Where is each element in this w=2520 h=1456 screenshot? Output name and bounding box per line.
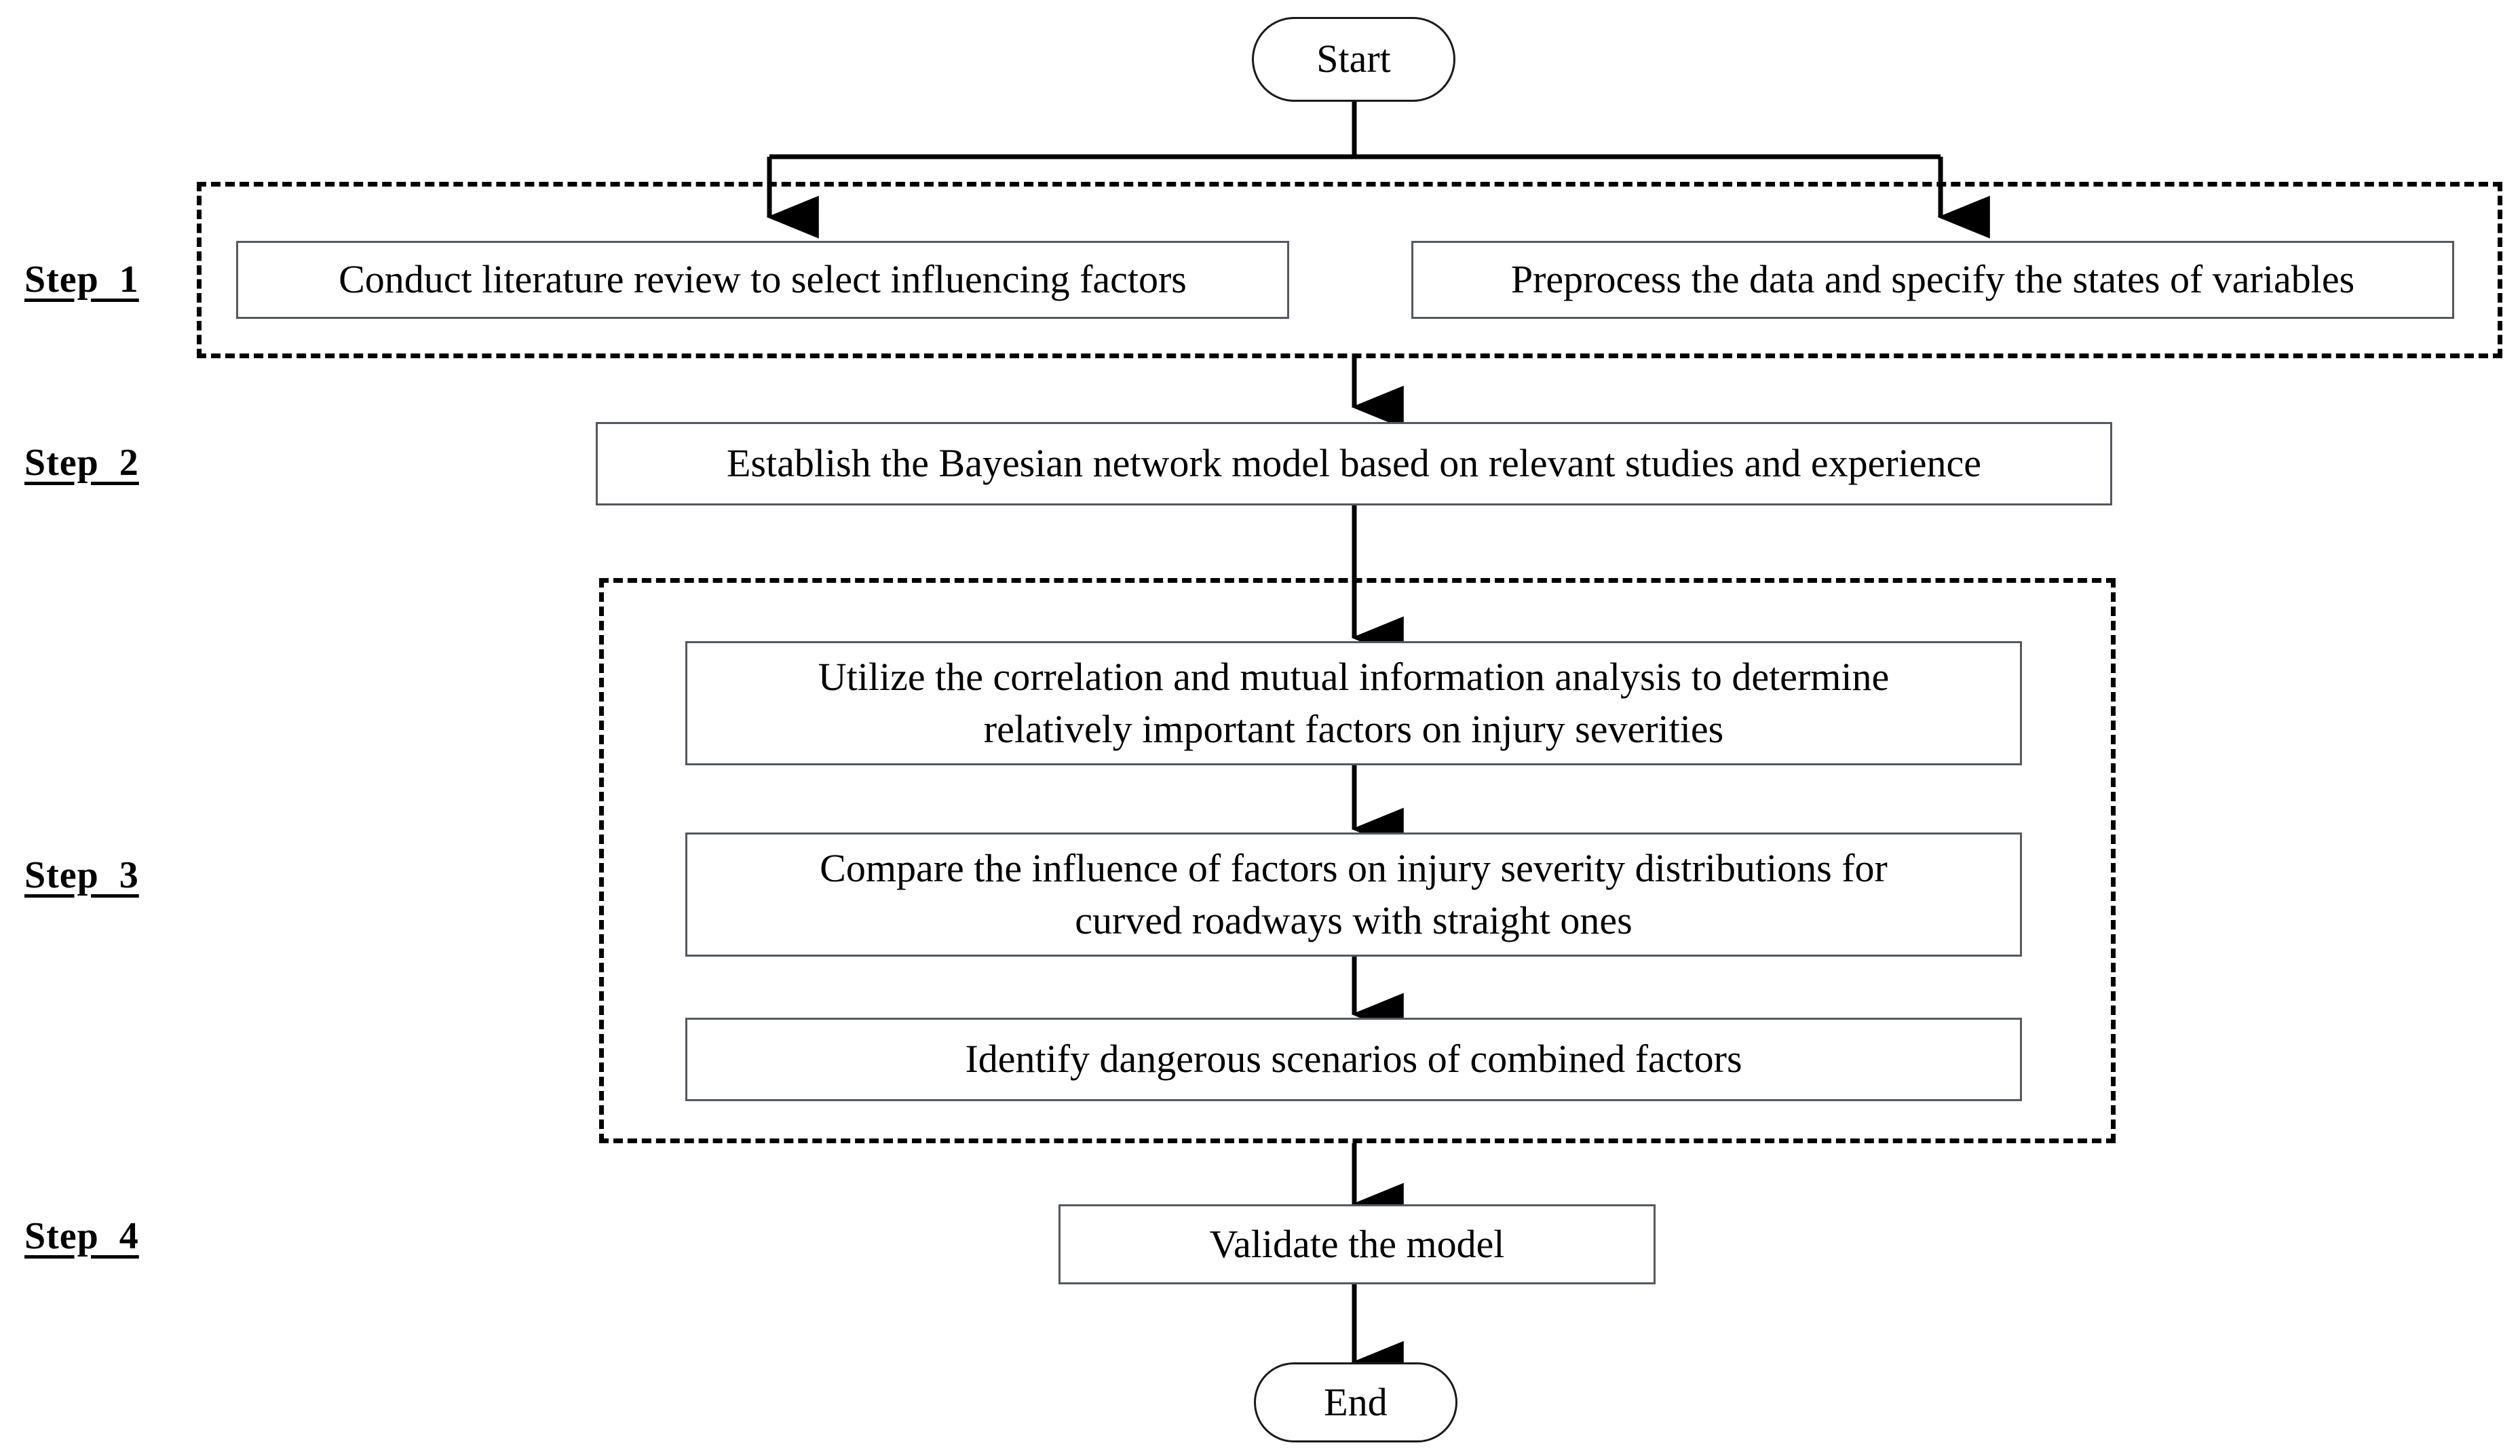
node-correlation-analysis-line2: relatively important factors on injury s…: [983, 706, 1724, 751]
step-3-label: Step 3: [24, 854, 139, 896]
node-identify-scenarios-label: Identify dangerous scenarios of combined…: [965, 1037, 1742, 1081]
step-3-group: [599, 578, 2116, 1143]
step-1-label: Step 1: [24, 258, 139, 301]
node-compare-influence-line1: Compare the influence of factors on inju…: [820, 845, 1888, 890]
end-node-label: End: [1324, 1379, 1388, 1424]
node-establish-model[interactable]: Establish the Bayesian network model bas…: [596, 422, 2112, 505]
node-preprocess-data-label: Preprocess the data and specify the stat…: [1510, 257, 2355, 302]
node-compare-influence[interactable]: Compare the influence of factors on inju…: [685, 832, 2022, 957]
node-literature-review[interactable]: Conduct literature review to select infl…: [236, 241, 1289, 319]
node-literature-review-label: Conduct literature review to select infl…: [339, 257, 1187, 302]
node-compare-influence-line2: curved roadways with straight ones: [1075, 898, 1633, 942]
node-identify-scenarios[interactable]: Identify dangerous scenarios of combined…: [685, 1018, 2022, 1101]
node-establish-model-label: Establish the Bayesian network model bas…: [727, 441, 1981, 486]
node-validate-model[interactable]: Validate the model: [1058, 1204, 1656, 1284]
step-1-group: [197, 182, 2502, 358]
start-node[interactable]: Start: [1252, 17, 1455, 102]
end-node[interactable]: End: [1254, 1362, 1457, 1442]
node-correlation-analysis-line1: Utilize the correlation and mutual infor…: [818, 654, 1890, 699]
start-node-label: Start: [1316, 37, 1391, 81]
node-preprocess-data[interactable]: Preprocess the data and specify the stat…: [1411, 241, 2454, 319]
step-4-label: Step 4: [24, 1215, 139, 1257]
step-2-label: Step 2: [24, 442, 139, 484]
node-correlation-analysis[interactable]: Utilize the correlation and mutual infor…: [685, 641, 2022, 765]
node-validate-model-label: Validate the model: [1209, 1221, 1505, 1266]
